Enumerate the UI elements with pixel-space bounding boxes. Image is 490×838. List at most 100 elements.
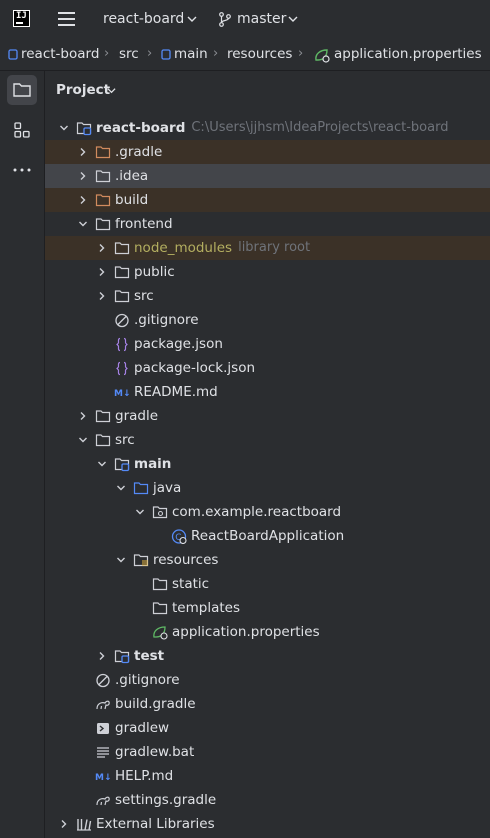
tree-row[interactable]: build.gradle	[45, 692, 490, 716]
git-branch-icon[interactable]	[218, 12, 232, 27]
breadcrumb-item[interactable]: src	[119, 46, 139, 62]
markdown-file-icon: M↓	[95, 773, 111, 783]
tree-item-label: gradle	[115, 408, 159, 424]
tree-row[interactable]: static	[45, 572, 490, 596]
breadcrumb-item[interactable]: react-board	[21, 46, 100, 62]
chevron-right-icon[interactable]	[78, 147, 88, 157]
tree-item-label: build	[115, 192, 149, 208]
intellij-logo-icon[interactable]: IJ	[13, 10, 30, 27]
tree-row[interactable]: .gitignore	[45, 308, 490, 332]
tree-row[interactable]: templates	[45, 596, 490, 620]
folder-icon	[95, 194, 111, 207]
tree-item-label: .gitignore	[134, 312, 199, 328]
tree-row[interactable]: test	[45, 644, 490, 668]
tree-row[interactable]: package.json	[45, 332, 490, 356]
svg-text:C: C	[175, 533, 181, 543]
breadcrumb-separator: ›	[298, 46, 304, 61]
markdown-file-icon: M↓	[114, 389, 130, 399]
tree-item-label: templates	[172, 600, 240, 616]
module-folder-icon	[114, 650, 130, 664]
folder-icon	[114, 266, 130, 279]
breadcrumb-separator: ›	[104, 46, 110, 61]
svg-text:M↓: M↓	[95, 773, 111, 783]
chevron-down-icon[interactable]	[97, 459, 107, 469]
tree-row[interactable]: M↓README.md	[45, 380, 490, 404]
tree-row[interactable]: gradle	[45, 404, 490, 428]
package-icon	[152, 506, 168, 519]
tree-row[interactable]: settings.gradle	[45, 788, 490, 812]
chevron-down-icon[interactable]	[116, 483, 126, 493]
chevron-down-icon[interactable]	[107, 86, 116, 95]
json-file-icon	[116, 361, 128, 376]
panel-title[interactable]: Project	[56, 82, 111, 98]
tree-row[interactable]: C ReactBoardApplication	[45, 524, 490, 548]
chevron-right-icon[interactable]	[59, 819, 69, 829]
tree-item-label: src	[134, 288, 154, 304]
tree-item-label: application.properties	[172, 624, 320, 640]
folder-icon	[95, 146, 111, 159]
chevron-right-icon[interactable]	[78, 195, 88, 205]
structure-icon	[14, 122, 30, 138]
tree-row[interactable]: src	[45, 284, 490, 308]
chevron-down-icon[interactable]	[78, 435, 88, 445]
folder-icon	[114, 290, 130, 303]
tree-row[interactable]: .gitignore	[45, 668, 490, 692]
chevron-down-icon[interactable]	[187, 14, 197, 24]
main-menu-icon[interactable]	[58, 11, 76, 27]
tree-item-label: src	[115, 432, 135, 448]
tree-row[interactable]: main	[45, 452, 490, 476]
tree-item-label: public	[134, 264, 175, 280]
tree-item-label: ReactBoardApplication	[191, 528, 345, 544]
chevron-down-icon[interactable]	[78, 219, 88, 229]
breadcrumb-separator: ›	[147, 46, 153, 61]
gradle-file-icon	[96, 700, 110, 710]
chevron-right-icon[interactable]	[97, 651, 107, 661]
shell-file-icon	[97, 723, 109, 734]
tree-row[interactable]: com.example.reactboard	[45, 500, 490, 524]
tree-row[interactable]: application.properties	[45, 620, 490, 644]
tree-item-label: HELP.md	[115, 768, 174, 784]
folder-icon	[152, 578, 168, 591]
text-file-icon	[97, 747, 109, 758]
chevron-right-icon[interactable]	[97, 243, 107, 253]
chevron-right-icon[interactable]	[78, 411, 88, 421]
tree-row[interactable]: java	[45, 476, 490, 500]
breadcrumb-item[interactable]: application.properties	[334, 46, 482, 62]
breadcrumb-separator: ›	[213, 46, 219, 61]
tree-row[interactable]: build	[45, 188, 490, 212]
chevron-right-icon[interactable]	[78, 171, 88, 181]
breadcrumb-item[interactable]: main	[174, 46, 208, 62]
tree-item-label: package-lock.json	[134, 360, 256, 376]
tree-row[interactable]: gradlew	[45, 716, 490, 740]
folder-icon	[95, 410, 111, 423]
tree-item-label: main	[134, 456, 172, 472]
chevron-down-icon[interactable]	[59, 123, 69, 133]
tree-row[interactable]: src	[45, 428, 490, 452]
chevron-right-icon[interactable]	[97, 267, 107, 277]
tree-row[interactable]: public	[45, 260, 490, 284]
tree-row[interactable]: gradlew.bat	[45, 740, 490, 764]
tree-item-label: resources	[153, 552, 219, 568]
structure-tool-button[interactable]	[7, 115, 37, 145]
breadcrumb-item[interactable]: resources	[227, 46, 293, 62]
tree-item-label: .gradle	[115, 144, 163, 160]
tree-row[interactable]: .idea	[45, 164, 490, 188]
module-icon	[161, 49, 171, 60]
chevron-down-icon[interactable]	[116, 555, 126, 565]
project-tool-button[interactable]	[7, 75, 37, 105]
project-selector[interactable]: react-board	[103, 11, 185, 27]
tree-row[interactable]: M↓ HELP.md	[45, 764, 490, 788]
tree-item-label: settings.gradle	[115, 792, 217, 808]
more-tools-button[interactable]	[7, 155, 37, 185]
tree-row[interactable]: package-lock.json	[45, 356, 490, 380]
tree-row[interactable]: .gradle	[45, 140, 490, 164]
chevron-down-icon[interactable]	[288, 14, 298, 24]
chevron-down-icon[interactable]	[135, 507, 145, 517]
chevron-right-icon[interactable]	[97, 291, 107, 301]
tree-row[interactable]: frontend	[45, 212, 490, 236]
tree-row[interactable]: resources	[45, 548, 490, 572]
tree-row[interactable]: External Libraries	[45, 812, 490, 836]
branch-selector[interactable]: master	[237, 11, 287, 27]
